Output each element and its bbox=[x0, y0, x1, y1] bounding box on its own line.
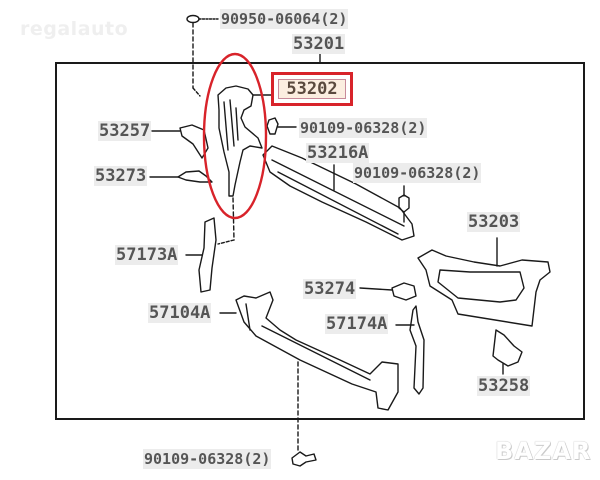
label-53202: 53202 bbox=[278, 79, 346, 99]
watermark-regalauto: regalauto bbox=[20, 18, 129, 40]
label-57173a: 57173A bbox=[115, 245, 179, 265]
watermark-bazar: BAZAR bbox=[495, 437, 592, 465]
label-90109-06328-c: 90109-06328(2) bbox=[143, 449, 272, 469]
part-53258-drawing bbox=[492, 329, 523, 375]
label-53203: 53203 bbox=[467, 212, 521, 232]
label-53201: 53201 bbox=[292, 34, 346, 54]
label-90950-06064: 90950-06064(2) bbox=[220, 9, 349, 29]
label-57174a: 57174A bbox=[325, 314, 389, 334]
bolt-icon-90109-c bbox=[291, 451, 317, 467]
part-53257-drawing bbox=[151, 124, 209, 159]
label-57104a: 57104A bbox=[148, 303, 212, 323]
label-53273: 53273 bbox=[94, 166, 148, 186]
assembly-frame bbox=[55, 62, 585, 420]
part-53216a-drawing bbox=[262, 145, 415, 241]
part-53203-drawing bbox=[417, 237, 551, 327]
highlight-box-53202: 53202 bbox=[271, 72, 353, 106]
part-53273-drawing bbox=[149, 170, 213, 183]
label-53274: 53274 bbox=[303, 279, 357, 299]
label-53258: 53258 bbox=[477, 376, 531, 396]
clip-icon-90950 bbox=[186, 14, 219, 97]
label-53216a: 53216A bbox=[306, 143, 370, 163]
part-57104a-drawing bbox=[219, 291, 399, 453]
part-57173a-drawing bbox=[185, 217, 217, 293]
part-57174a-drawing bbox=[395, 305, 425, 395]
bolt-icon-90109-a bbox=[266, 117, 297, 135]
bolt-icon-90109-b bbox=[398, 185, 410, 223]
label-53257: 53257 bbox=[98, 121, 152, 141]
label-90109-06328-b: 90109-06328(2) bbox=[353, 163, 482, 183]
highlight-ellipse bbox=[202, 52, 268, 220]
part-53274-drawing bbox=[359, 282, 417, 301]
label-90109-06328-a: 90109-06328(2) bbox=[299, 118, 428, 138]
